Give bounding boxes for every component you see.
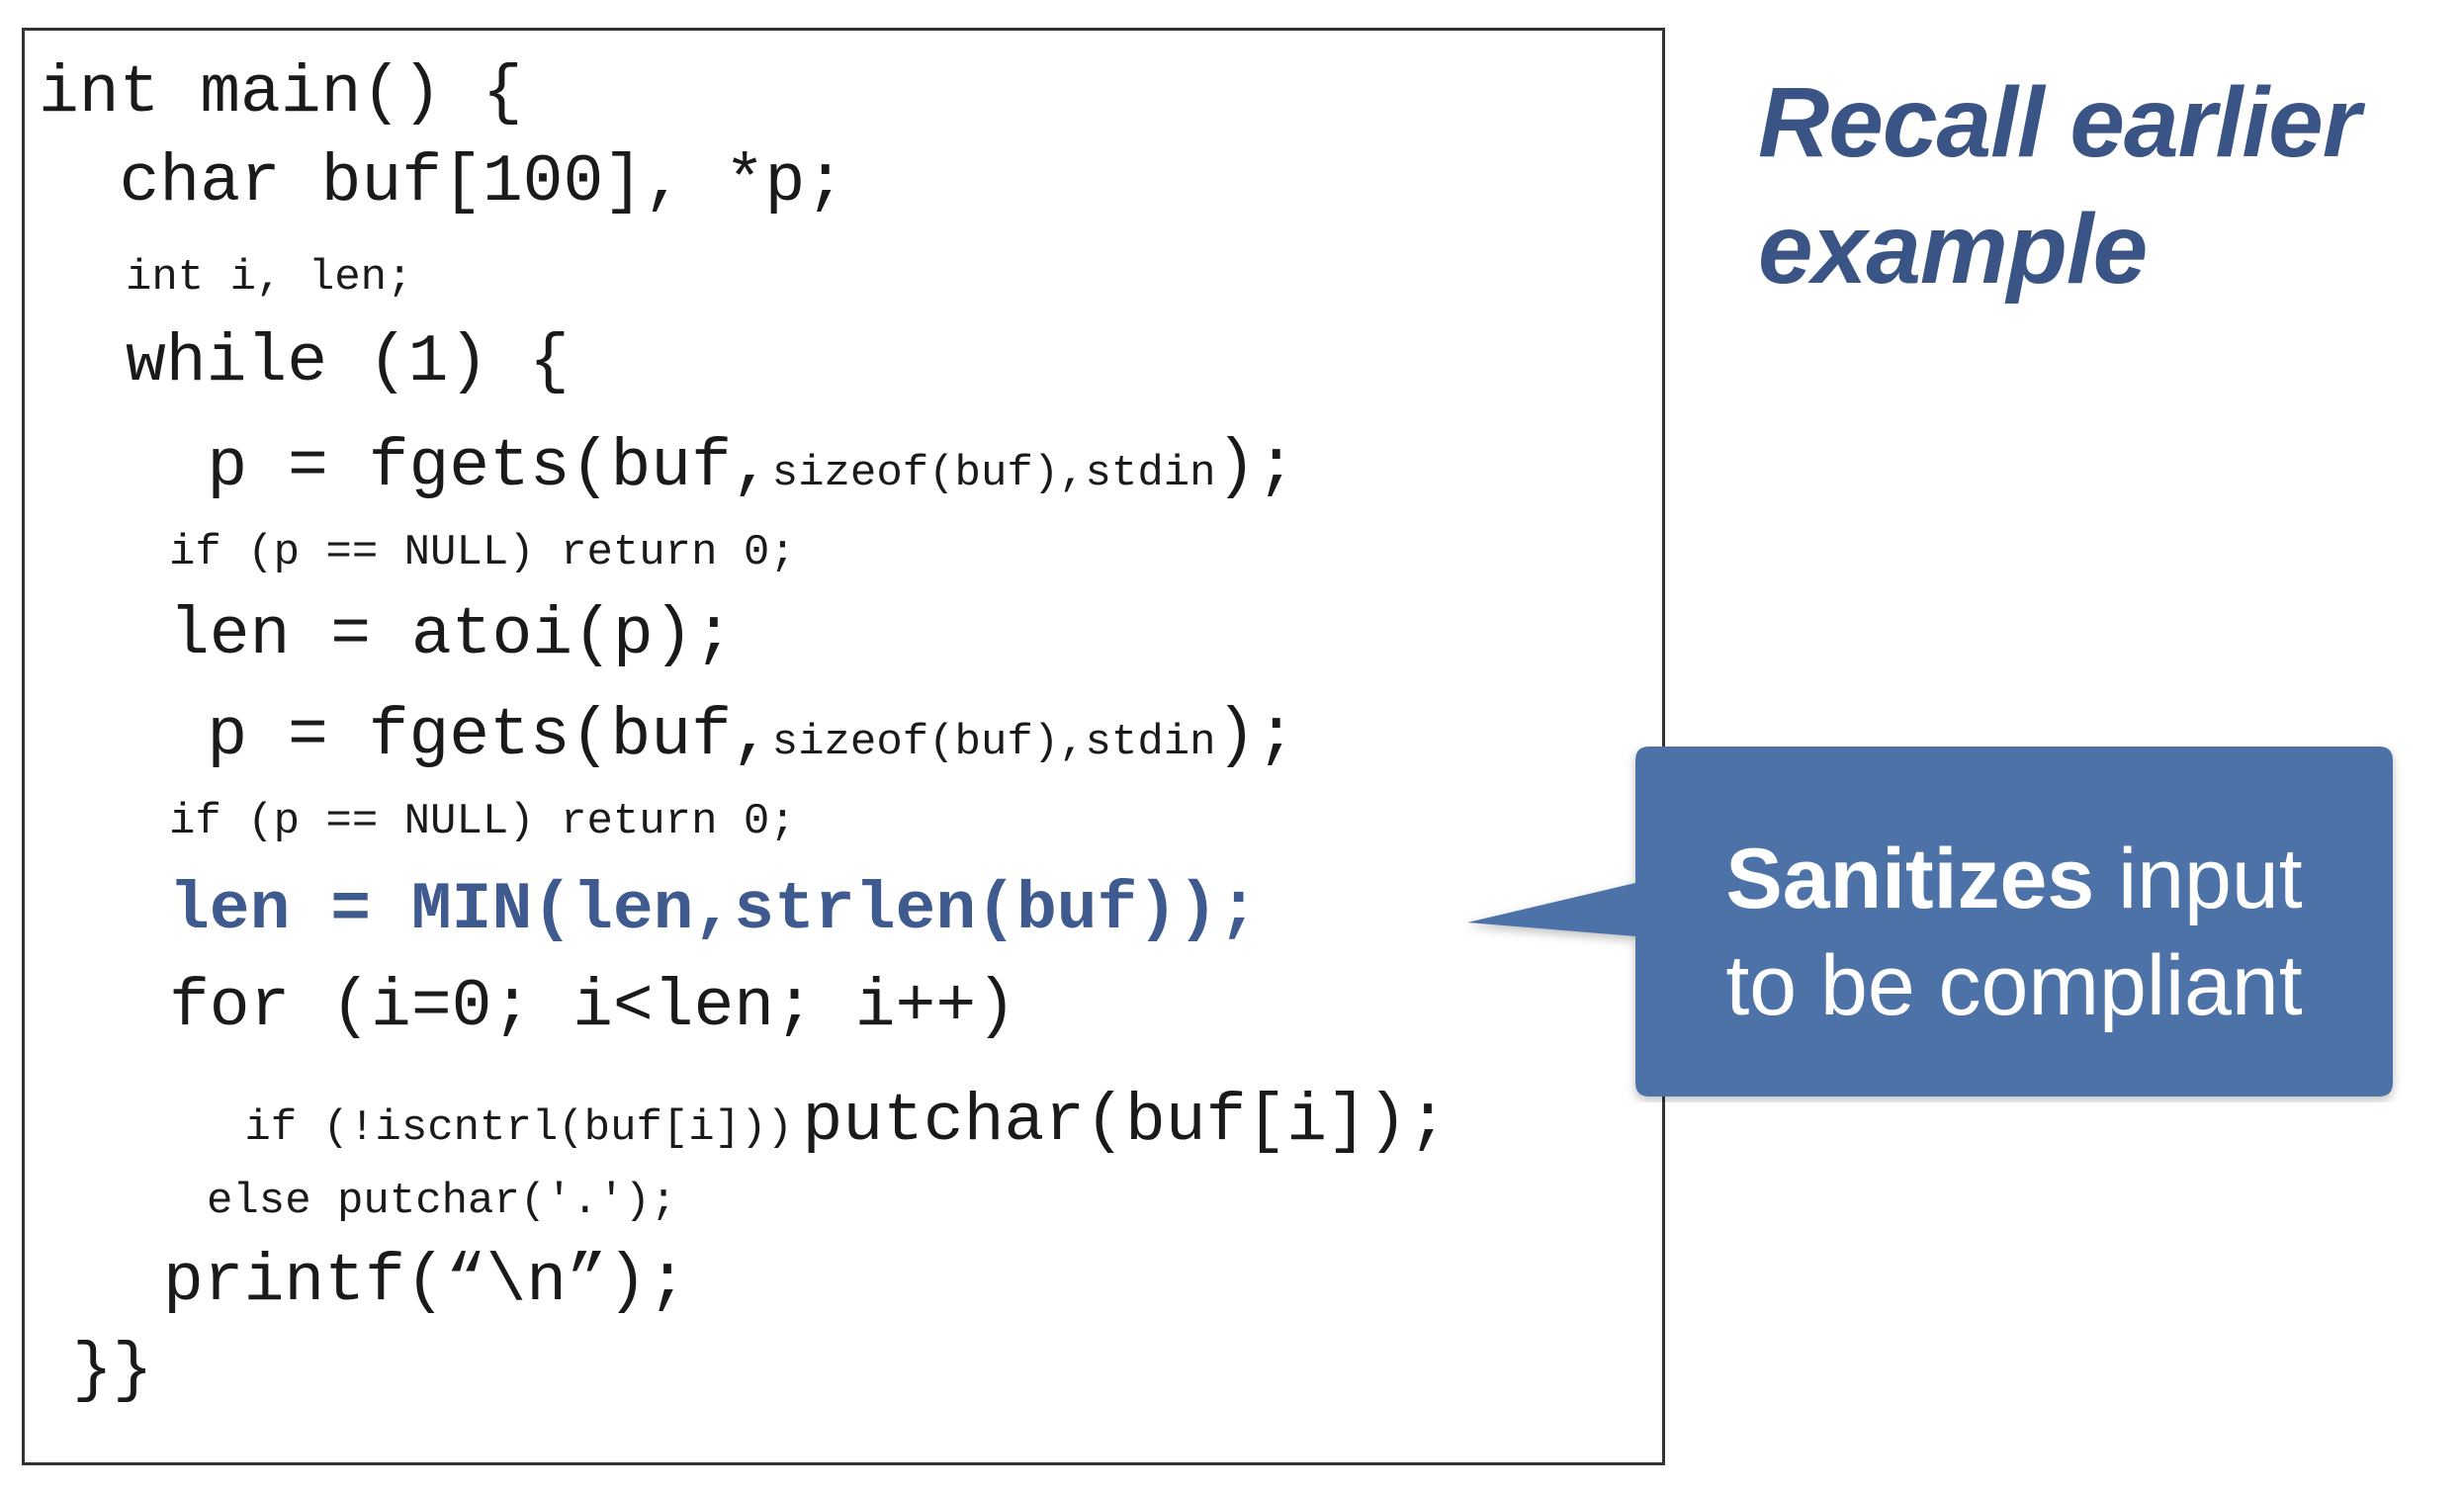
- title-line-1: Recall earlier: [1758, 67, 2361, 178]
- code-line-else: else putchar('.');: [207, 1177, 677, 1226]
- callout-text: Sanitizes input to be compliant: [1635, 826, 2393, 1039]
- slide-title: Recall earlier example: [1758, 59, 2361, 312]
- code-line-atoi: len = atoi(p);: [169, 597, 735, 673]
- callout-graphic: [1467, 746, 2393, 1097]
- code-line-main: int main() {: [39, 55, 523, 132]
- code-line-for: for (i=0; i<len; i++): [169, 969, 1016, 1045]
- code-line-while: while (1) {: [126, 324, 570, 400]
- callout-line-2: to be compliant: [1725, 938, 2303, 1033]
- code-line-fgets-1: p = fgets(buf,sizeof(buf),stdin);: [169, 418, 1296, 517]
- code-line-null-check-1: if (p == NULL) return 0;: [169, 528, 796, 577]
- fgets-call: p = fgets(buf,: [207, 698, 772, 774]
- title-line-2: example: [1758, 194, 2148, 305]
- code-line-decl-buf: char buf[100], *p;: [39, 144, 846, 220]
- code-line-sanitize: len = MIN(len,strlen(buf));: [169, 872, 1259, 948]
- fgets-close: );: [1215, 698, 1297, 774]
- callout-rest: input: [2094, 832, 2303, 926]
- code-line-decl-len: int i, len;: [126, 253, 413, 303]
- iscntrl-cond: if (!iscntrl(buf[i])): [244, 1103, 793, 1153]
- fgets-close: );: [1215, 429, 1297, 505]
- code-line-printf: printf(“\n”);: [163, 1244, 688, 1320]
- putchar-call: putchar(buf[i]);: [802, 1084, 1449, 1160]
- code-line-close-braces: }}: [72, 1333, 153, 1409]
- fgets-args: sizeof(buf),stdin: [771, 718, 1216, 767]
- code-line-null-check-2: if (p == NULL) return 0;: [169, 797, 796, 846]
- callout-pointer: [1467, 746, 2393, 1097]
- code-panel: int main() { char buf[100], *p; int i, l…: [22, 28, 1665, 1465]
- code-line-fgets-2: p = fgets(buf,sizeof(buf),stdin);: [169, 687, 1296, 786]
- fgets-call: p = fgets(buf,: [207, 429, 772, 505]
- code-line-iscntrl: if (!iscntrl(buf[i])) putchar(buf[i]);: [207, 1073, 1448, 1172]
- callout-line-1: Sanitizes input: [1635, 826, 2393, 932]
- fgets-args: sizeof(buf),stdin: [771, 449, 1216, 498]
- callout-bold-word: Sanitizes: [1725, 832, 2095, 926]
